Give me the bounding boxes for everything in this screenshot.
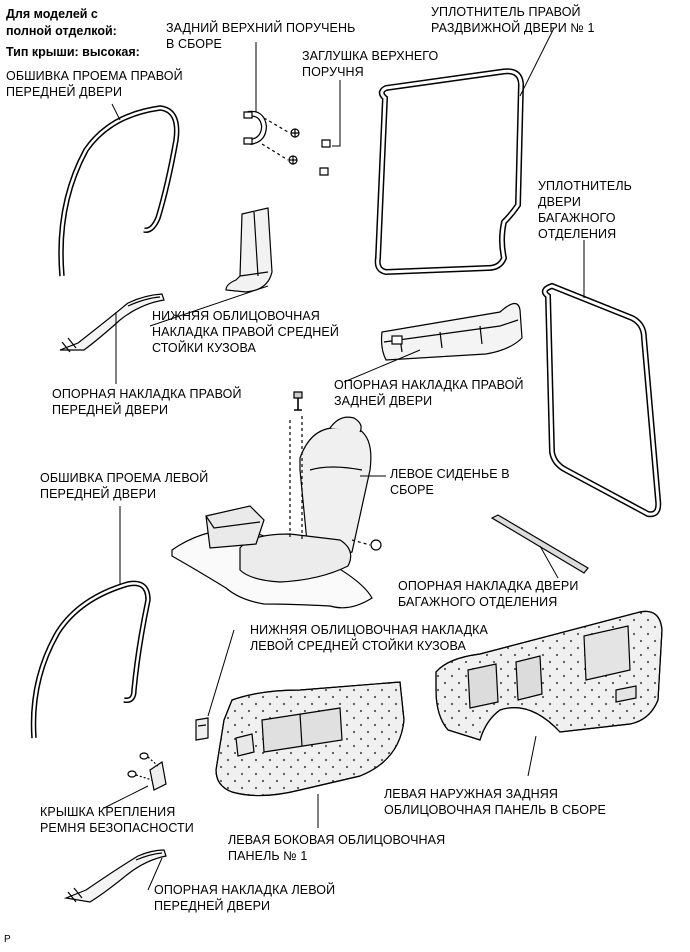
right-rear-door-scuff-plate bbox=[380, 302, 523, 361]
right-front-door-scuff-plate bbox=[59, 293, 165, 353]
label-left-front-door-opening-trim: ОБШИВКА ПРОЕМА ЛЕВОЙ ПЕРЕДНЕЙ ДВЕРИ bbox=[40, 470, 208, 502]
left-seat-assembly bbox=[171, 391, 382, 609]
rear-upper-assist-grip bbox=[243, 110, 331, 176]
label-line: ПЕРЕДНЕЙ ДВЕРИ bbox=[154, 899, 271, 913]
label-line: ПЕРЕДНЕЙ ДВЕРИ bbox=[6, 85, 123, 99]
label-line: РАЗДВИЖНОЙ ДВЕРИ № 1 bbox=[431, 21, 595, 35]
label-left-seat: ЛЕВОЕ СИДЕНЬЕ В СБОРЕ bbox=[390, 466, 510, 498]
seat-belt-anchor-cover bbox=[127, 752, 167, 791]
label-line: ОТДЕЛЕНИЯ bbox=[538, 227, 617, 241]
right-sliding-door-seal bbox=[374, 68, 525, 276]
label-line: ЗАДНЕЙ ДВЕРИ bbox=[334, 394, 433, 408]
label-line: ПОРУЧНЯ bbox=[302, 65, 364, 79]
label-line: ОПОРНАЯ НАКЛАДКА ПРАВОЙ bbox=[334, 378, 524, 392]
label-right-center-pillar-lower-garnish: НИЖНЯЯ ОБЛИЦОВОЧНАЯ НАКЛАДКА ПРАВОЙ СРЕД… bbox=[152, 308, 339, 356]
label-line: ПАНЕЛЬ № 1 bbox=[228, 849, 308, 863]
label-line: НАКЛАДКА ПРАВОЙ СРЕДНЕЙ bbox=[152, 325, 339, 339]
label-right-front-door-opening-trim: ОБШИВКА ПРОЕМА ПРАВОЙ ПЕРЕДНЕЙ ДВЕРИ bbox=[6, 68, 183, 100]
label-left-front-door-scuff-plate: ОПОРНАЯ НАКЛАДКА ЛЕВОЙ ПЕРЕДНЕЙ ДВЕРИ bbox=[154, 882, 335, 914]
label-line: ОПОРНАЯ НАКЛАДКА ЛЕВОЙ bbox=[154, 883, 336, 897]
label-line: ОПОРНАЯ НАКЛАДКА ДВЕРИ bbox=[398, 579, 579, 593]
label-line: ОБШИВКА ПРОЕМА ЛЕВОЙ bbox=[40, 471, 209, 485]
models-note-line2: полной отделкой: bbox=[6, 24, 117, 38]
back-door-seal bbox=[541, 282, 662, 518]
label-line: ЛЕВАЯ БОКОВАЯ ОБЛИЦОВОЧНАЯ bbox=[228, 833, 446, 847]
label-line: РЕМНЯ БЕЗОПАСНОСТИ bbox=[40, 821, 194, 835]
left-front-door-scuff-plate bbox=[63, 849, 167, 903]
label-seat-belt-anchor-cover: КРЫШКА КРЕПЛЕНИЯ РЕМНЯ БЕЗОПАСНОСТИ bbox=[40, 804, 194, 836]
back-door-scuff-plate bbox=[490, 514, 589, 574]
label-line: ПЕРЕДНЕЙ ДВЕРИ bbox=[52, 403, 169, 417]
label-line: ОБЛИЦОВОЧНАЯ ПАНЕЛЬ В СБОРЕ bbox=[384, 803, 606, 817]
label-line: В СБОРЕ bbox=[166, 37, 222, 51]
label-rear-upper-handle: ЗАДНИЙ ВЕРХНИЙ ПОРУЧЕНЬ В СБОРЕ bbox=[166, 20, 355, 52]
right-front-door-opening-trim bbox=[58, 105, 180, 277]
label-line: БАГАЖНОГО bbox=[538, 211, 616, 225]
right-center-pillar-lower-garnish bbox=[225, 207, 273, 293]
label-line: КРЫШКА КРЕПЛЕНИЯ bbox=[40, 805, 176, 819]
label-line: СБОРЕ bbox=[390, 483, 434, 497]
label-line: ЛЕВАЯ НАРУЖНАЯ ЗАДНЯЯ bbox=[384, 787, 559, 801]
label-line: ЛЕВОЕ СИДЕНЬЕ В bbox=[390, 467, 510, 481]
label-line: ЗАГЛУШКА ВЕРХНЕГО bbox=[302, 49, 439, 63]
label-line: УПЛОТНИТЕЛЬ ПРАВОЙ bbox=[431, 5, 581, 19]
label-line: НИЖНЯЯ ОБЛИЦОВОЧНАЯ НАКЛАДКА bbox=[250, 623, 488, 637]
label-line: СТОЙКИ КУЗОВА bbox=[152, 341, 256, 355]
roof-type-note: Тип крыши: высокая: bbox=[6, 45, 140, 59]
label-line: УПЛОТНИТЕЛЬ bbox=[538, 179, 632, 193]
label-line: ЛЕВОЙ СРЕДНЕЙ СТОЙКИ КУЗОВА bbox=[250, 639, 466, 653]
label-line: ПЕРЕДНЕЙ ДВЕРИ bbox=[40, 487, 157, 501]
left-front-door-opening-trim bbox=[30, 580, 151, 739]
label-line: ОПОРНАЯ НАКЛАДКА ПРАВОЙ bbox=[52, 387, 242, 401]
leader-lines bbox=[103, 27, 585, 891]
label-line: ДВЕРИ bbox=[538, 195, 581, 209]
label-upper-handle-cap: ЗАГЛУШКА ВЕРХНЕГО ПОРУЧНЯ bbox=[302, 48, 438, 80]
label-left-center-pillar-lower-garnish: НИЖНЯЯ ОБЛИЦОВОЧНАЯ НАКЛАДКА ЛЕВОЙ СРЕДН… bbox=[250, 622, 488, 654]
label-line: БАГАЖНОГО ОТДЕЛЕНИЯ bbox=[398, 595, 558, 609]
label-back-door-scuff-plate: ОПОРНАЯ НАКЛАДКА ДВЕРИ БАГАЖНОГО ОТДЕЛЕН… bbox=[398, 578, 578, 610]
label-back-door-seal: УПЛОТНИТЕЛЬ ДВЕРИ БАГАЖНОГО ОТДЕЛЕНИЯ bbox=[538, 178, 632, 242]
label-line: ЗАДНИЙ ВЕРХНИЙ ПОРУЧЕНЬ bbox=[166, 21, 356, 35]
left-center-pillar-lower-garnish bbox=[195, 717, 209, 741]
left-side-trim-panel bbox=[215, 681, 405, 797]
label-right-rear-door-scuff-plate: ОПОРНАЯ НАКЛАДКА ПРАВОЙ ЗАДНЕЙ ДВЕРИ bbox=[334, 377, 524, 409]
label-line: НИЖНЯЯ ОБЛИЦОВОЧНАЯ bbox=[152, 309, 320, 323]
label-left-rear-outer-trim-panel: ЛЕВАЯ НАРУЖНАЯ ЗАДНЯЯ ОБЛИЦОВОЧНАЯ ПАНЕЛ… bbox=[384, 786, 606, 818]
models-note-line1: Для моделей с bbox=[6, 7, 98, 21]
label-left-side-trim-panel: ЛЕВАЯ БОКОВАЯ ОБЛИЦОВОЧНАЯ ПАНЕЛЬ № 1 bbox=[228, 832, 445, 864]
label-right-front-door-scuff-plate: ОПОРНАЯ НАКЛАДКА ПРАВОЙ ПЕРЕДНЕЙ ДВЕРИ bbox=[52, 386, 242, 418]
label-right-sliding-door-seal: УПЛОТНИТЕЛЬ ПРАВОЙ РАЗДВИЖНОЙ ДВЕРИ № 1 bbox=[431, 4, 595, 36]
footer-code: P bbox=[4, 934, 11, 945]
label-line: ОБШИВКА ПРОЕМА ПРАВОЙ bbox=[6, 69, 183, 83]
left-rear-outer-trim-panel bbox=[435, 610, 663, 741]
